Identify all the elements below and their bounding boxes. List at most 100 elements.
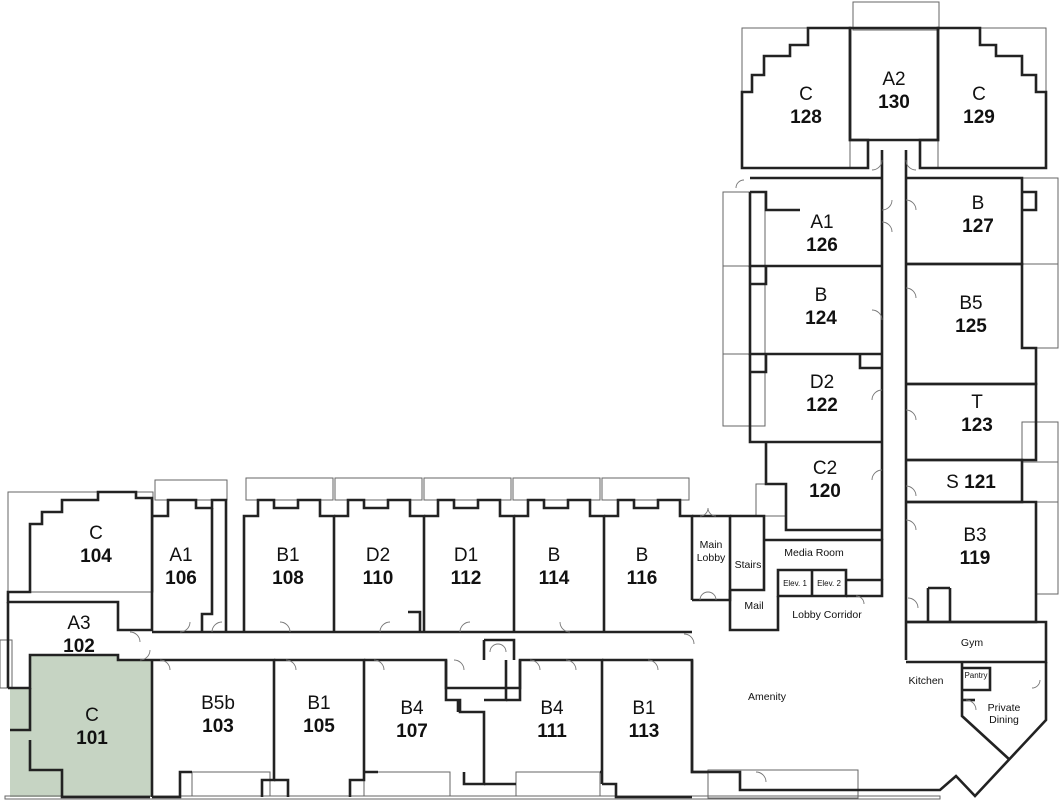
unit-104-number: 104 <box>80 546 112 567</box>
unit-128-number: 128 <box>790 107 822 128</box>
unit-123-type: T <box>971 392 983 413</box>
label-elev-2: Elev. 2 <box>817 579 841 588</box>
unit-123-number: 123 <box>961 415 993 436</box>
unit-111-type: B4 <box>540 698 564 719</box>
label-main-lobby-1: Main <box>700 539 723 551</box>
unit-130-type: A2 <box>882 69 905 90</box>
label-private-dining-2: Dining <box>989 714 1019 726</box>
label-private-dining-1: Private <box>988 702 1021 714</box>
unit-110-type: D2 <box>366 545 390 566</box>
door-swings <box>129 159 1041 783</box>
unit-120-number: 120 <box>809 481 841 502</box>
unit-113-number: 113 <box>629 721 660 742</box>
unit-110-number: 110 <box>363 568 394 589</box>
unit-114-number: 114 <box>539 568 570 589</box>
label-amenity: Amenity <box>748 691 787 703</box>
unit-114-type: B <box>548 545 561 566</box>
unit-127-type: B <box>972 193 985 214</box>
label-kitchen: Kitchen <box>908 675 943 687</box>
unit-128-type: C <box>799 84 813 105</box>
label-pantry: Pantry <box>964 671 987 680</box>
label-mail: Mail <box>744 600 763 612</box>
amenity-labels: Main Lobby Stairs Media Room Elev. 1 Ele… <box>697 539 1021 726</box>
unit-112-type: D1 <box>454 545 478 566</box>
unit-103-number: 103 <box>202 716 234 737</box>
unit-121-label: S 121 <box>946 472 996 493</box>
unit-105-number: 105 <box>303 716 335 737</box>
unit-104-type: C <box>89 523 103 544</box>
unit-112-number: 112 <box>451 568 482 589</box>
unit-108-type: B1 <box>276 545 299 566</box>
unit-102-number: 102 <box>63 636 95 657</box>
unit-129-type: C <box>972 84 986 105</box>
unit-102-type: A3 <box>67 613 90 634</box>
walls <box>6 26 1048 799</box>
unit-103-type: B5b <box>201 693 235 714</box>
unit-122-number: 122 <box>806 395 838 416</box>
unit-111-number: 111 <box>537 721 567 742</box>
unit-116-type: B <box>636 545 649 566</box>
unit-122-type: D2 <box>810 372 834 393</box>
unit-130-number: 130 <box>878 92 910 113</box>
unit-107-type: B4 <box>400 698 424 719</box>
label-gym: Gym <box>961 637 983 649</box>
unit-101-number: 101 <box>76 728 108 749</box>
unit-108-number: 108 <box>272 568 304 589</box>
label-lobby-corridor: Lobby Corridor <box>792 609 862 621</box>
unit-126-number: 126 <box>806 235 838 256</box>
label-media-room: Media Room <box>784 547 844 559</box>
unit-106-type: A1 <box>169 545 192 566</box>
unit-127-number: 127 <box>962 216 994 237</box>
unit-126-type: A1 <box>810 212 833 233</box>
label-elev-1: Elev. 1 <box>783 579 807 588</box>
unit-116-number: 116 <box>627 568 658 589</box>
unit-119-number: 119 <box>960 548 991 569</box>
unit-101-type: C <box>85 705 99 726</box>
unit-121-number: 121 <box>964 472 996 493</box>
unit-125-type: B5 <box>959 293 982 314</box>
unit-105-type: B1 <box>307 693 330 714</box>
label-stairs: Stairs <box>735 559 762 571</box>
unit-107-number: 107 <box>396 721 428 742</box>
unit-113-type: B1 <box>632 698 655 719</box>
label-main-lobby-2: Lobby <box>697 552 726 564</box>
unit-121-type: S <box>946 472 959 493</box>
unit-124-number: 124 <box>805 308 837 329</box>
unit-129-number: 129 <box>963 107 995 128</box>
unit-125-number: 125 <box>955 316 987 337</box>
unit-120-type: C2 <box>813 458 837 479</box>
unit-124-type: B <box>815 285 828 306</box>
unit-101-highlight <box>10 655 152 797</box>
unit-121[interactable]: S 121 <box>946 472 996 493</box>
unit-106-number: 106 <box>165 568 197 589</box>
